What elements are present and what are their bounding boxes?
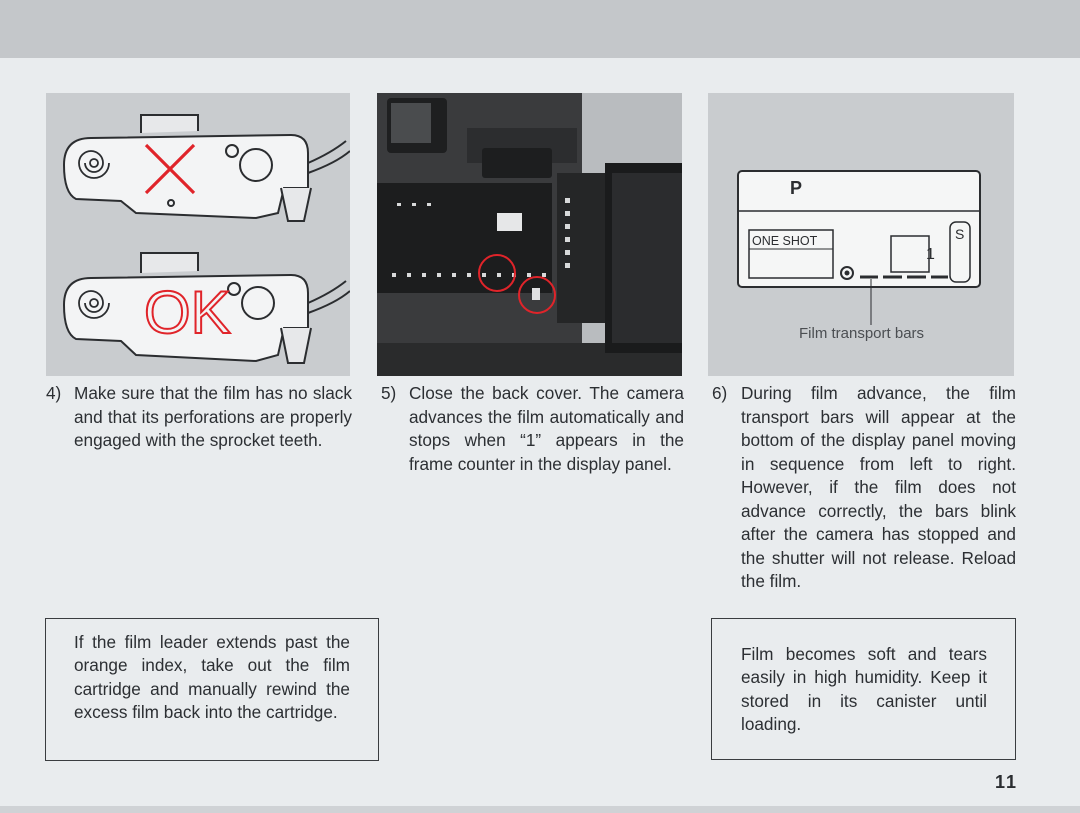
step-text: Close the back cover. The camera advance… xyxy=(409,383,684,474)
camera-back-photo xyxy=(377,93,682,376)
program-mode-symbol: P xyxy=(790,178,802,198)
s-indicator: S xyxy=(955,226,964,242)
perforation-dots xyxy=(392,198,570,277)
camera-top-wrong xyxy=(62,114,350,222)
step-text: Make sure that the film has no slack and… xyxy=(74,383,352,450)
wrong-x-mark xyxy=(144,143,196,195)
step-number: 4) xyxy=(46,383,62,403)
camera-back-figure xyxy=(377,93,682,376)
note-text: If the film leader extends past the oran… xyxy=(74,632,350,723)
display-panel-diagram: P ONE SHOT 1 S Film transport bars xyxy=(708,93,1014,376)
humidity-note: Film becomes soft and tears easily in hi… xyxy=(711,618,1016,760)
transport-bars-caption: Film transport bars xyxy=(799,325,924,342)
step-number: 6) xyxy=(712,383,728,403)
camera-top-correct xyxy=(62,252,350,364)
bottom-band xyxy=(0,806,1080,813)
film-leader-note: If the film leader extends past the oran… xyxy=(45,618,379,761)
note-text: Film becomes soft and tears easily in hi… xyxy=(741,644,987,735)
film-spiral-upper xyxy=(78,150,110,179)
one-shot-label: ONE SHOT xyxy=(752,234,818,248)
step-number: 5) xyxy=(381,383,397,403)
film-leader-figure: OK xyxy=(46,93,350,376)
top-band xyxy=(0,0,1080,58)
step-text: During film advance, the film transport … xyxy=(741,383,1016,591)
film-cartridge-icon xyxy=(840,266,854,280)
display-panel-figure: P ONE SHOT 1 S Film transport bars xyxy=(708,93,1014,376)
page-number: 11 xyxy=(995,772,1019,792)
film-leader-illustration: OK xyxy=(46,93,350,376)
sprocket-circle-mark xyxy=(478,254,516,292)
frame-counter-digit: 1 xyxy=(926,246,935,263)
film-spiral-lower xyxy=(78,290,110,319)
sprocket-circle-mark xyxy=(518,276,556,314)
ok-mark: OK xyxy=(144,279,231,346)
